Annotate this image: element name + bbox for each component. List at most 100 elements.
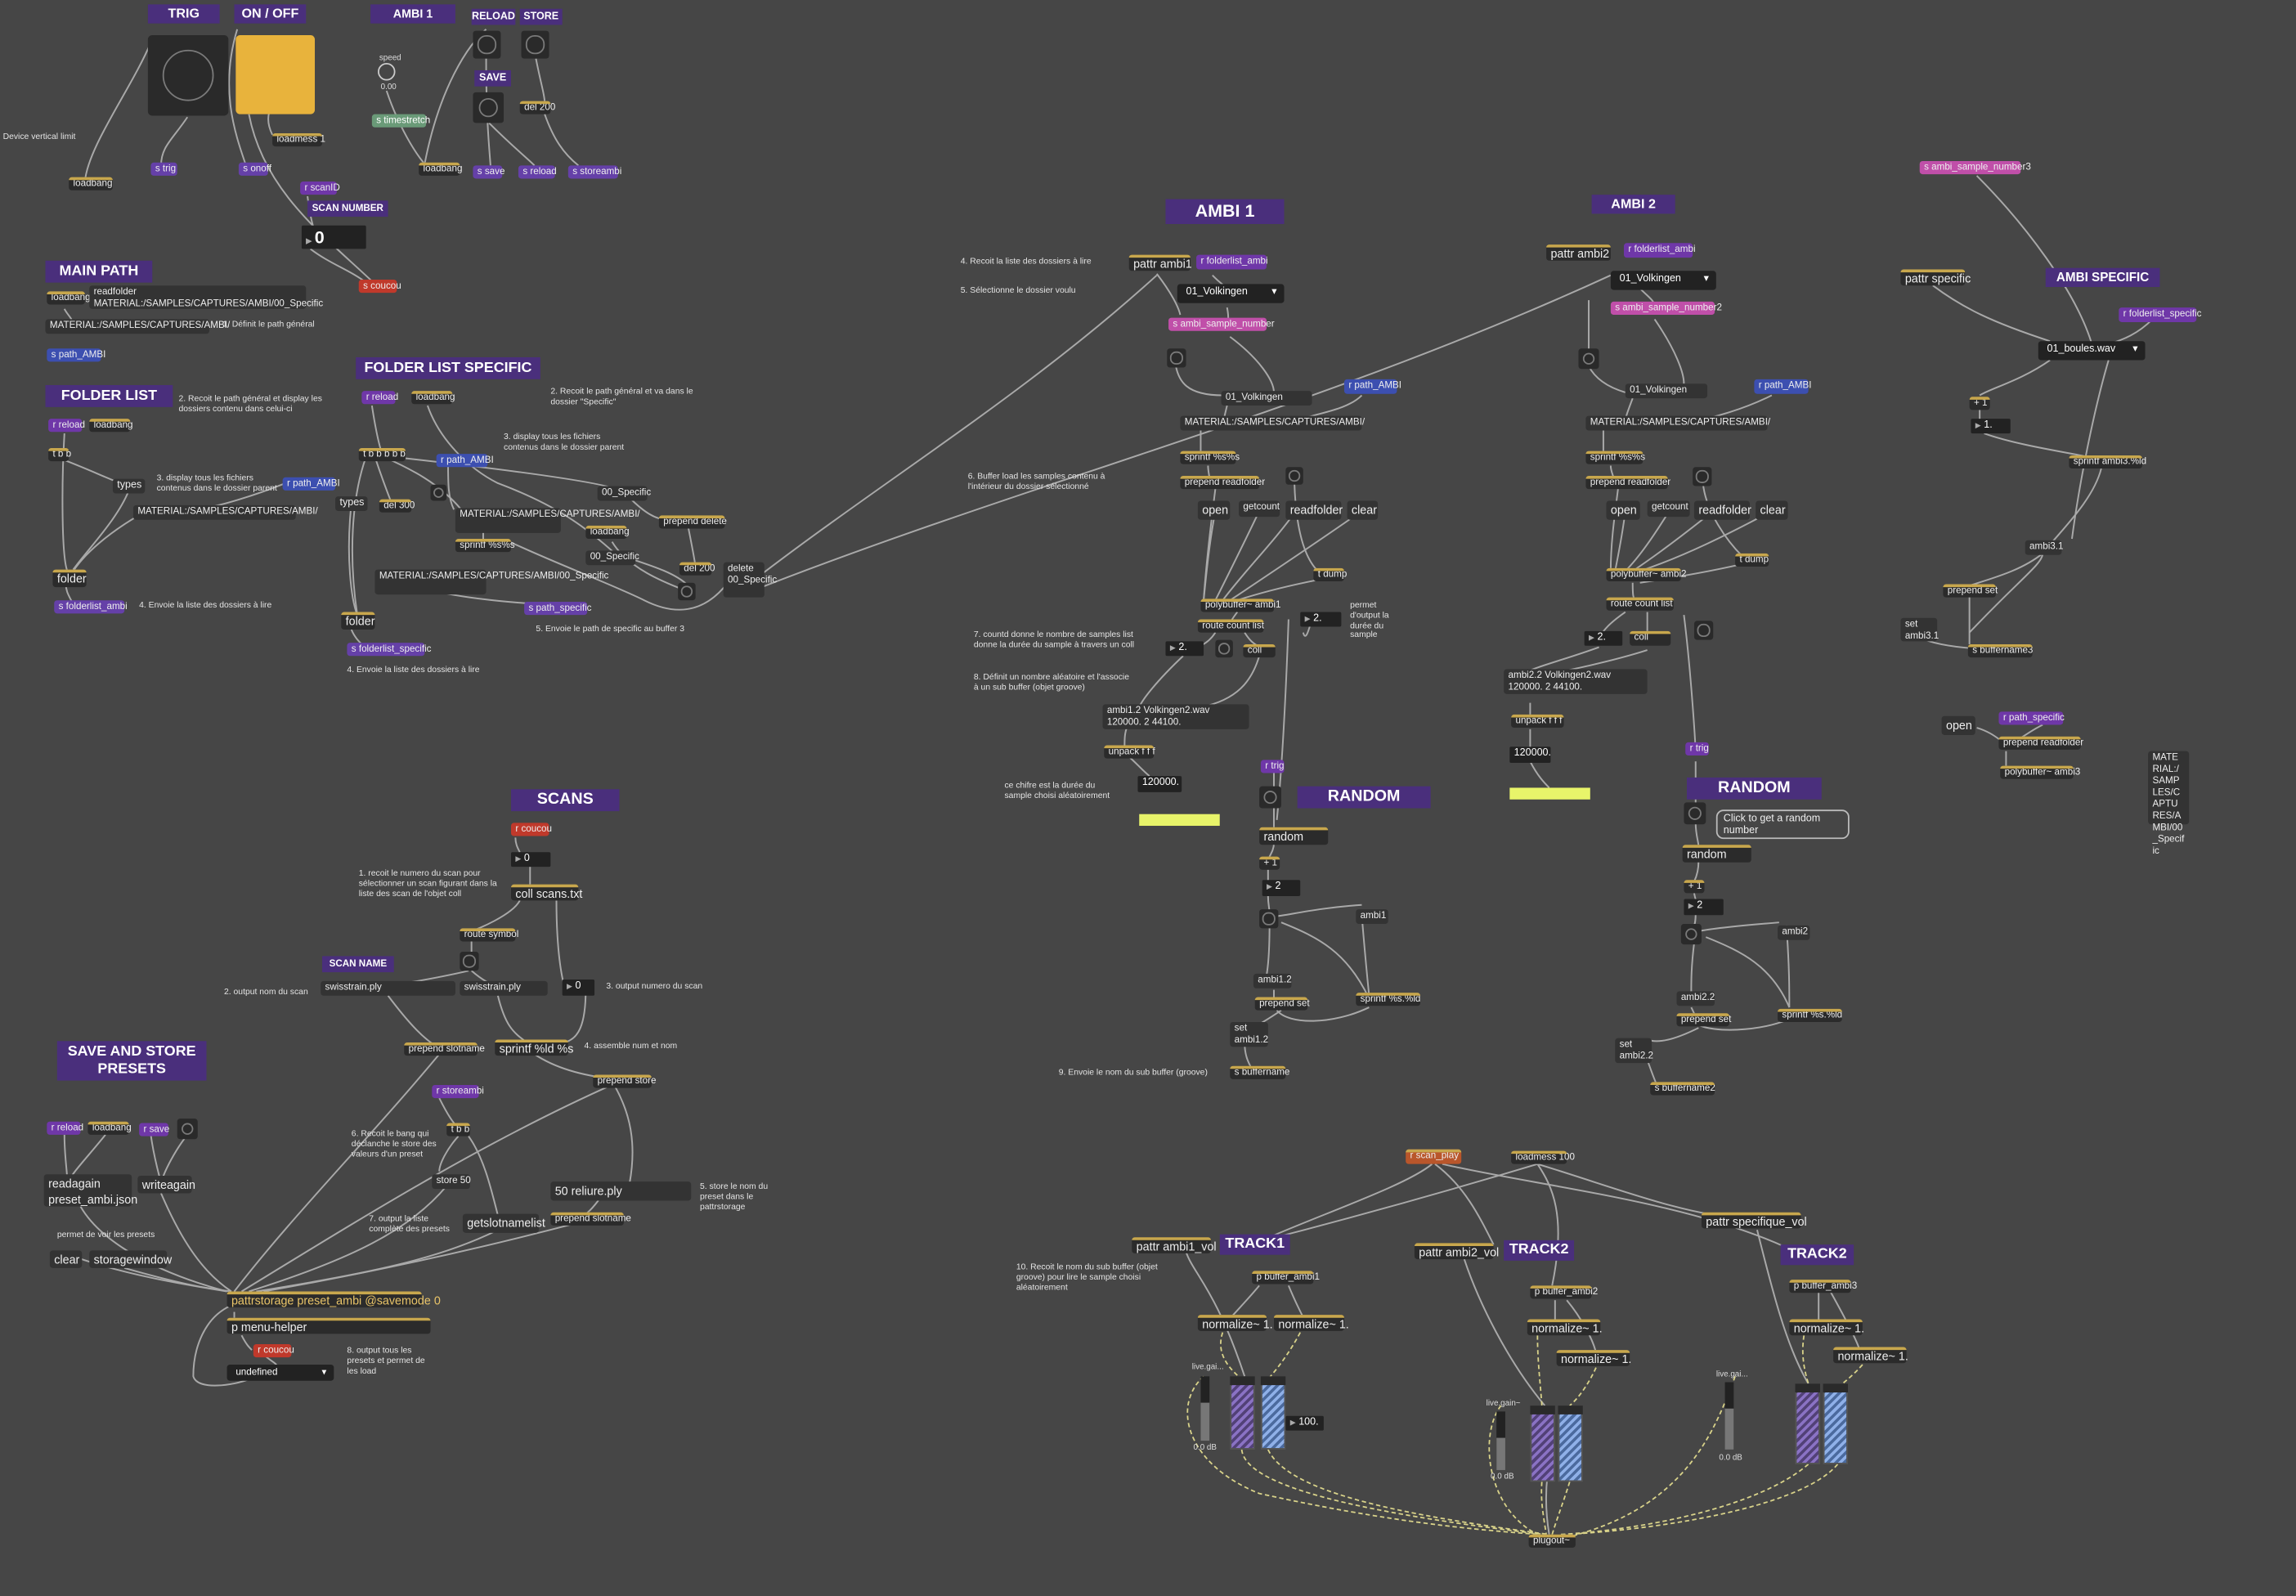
sprintf-object[interactable]: sprintf %ld %s <box>495 1039 573 1056</box>
r-folderlist-specific-object[interactable]: r folderlist_specific <box>2119 307 2201 322</box>
reload-button[interactable] <box>473 30 501 59</box>
polybuffer-ambi2-object[interactable]: polybuffer~ ambi2 <box>1606 567 1687 581</box>
store-button[interactable] <box>521 30 549 59</box>
s-path-specific-object[interactable]: s path_specific <box>524 602 591 616</box>
sprintf-object[interactable]: sprintf %s.%ld <box>1778 1008 1842 1022</box>
volume-fader[interactable] <box>1260 1376 1286 1450</box>
ambi1-folder-menu[interactable]: 01_Volkingen▾ <box>1177 284 1285 303</box>
ambi1-2-message[interactable]: ambi1.2 <box>1253 973 1292 989</box>
s-ambi-sample-number-object[interactable]: s ambi_sample_number <box>1168 317 1275 331</box>
s-folderlist-specific-object[interactable]: s folderlist_specific <box>347 643 432 657</box>
number-box[interactable]: ▶100. <box>1285 1415 1324 1431</box>
s-coucou-object[interactable]: s coucou <box>358 280 401 294</box>
types-message[interactable]: types <box>112 478 146 494</box>
gain-meter[interactable] <box>1724 1382 1734 1450</box>
plugout-object[interactable]: plugout~ <box>1528 1534 1576 1548</box>
r-path-ambi-object[interactable]: r path_AMBI <box>1754 379 1811 394</box>
bang-button[interactable] <box>678 582 696 601</box>
ambi1-path-message[interactable]: MATERIAL:/SAMPLES/CAPTURES/AMBI/ <box>1180 415 1365 431</box>
volume-fader[interactable] <box>1530 1405 1555 1482</box>
sprintf-object[interactable]: sprintf %s%s <box>1585 451 1645 464</box>
loadmess-100-object[interactable]: loadmess 100 <box>1511 1150 1575 1164</box>
prepend-store-object[interactable]: prepend store <box>593 1074 657 1088</box>
volume-fader[interactable] <box>1558 1405 1583 1482</box>
s-buffername2-object[interactable]: s buffername2 <box>1650 1082 1715 1096</box>
save-button[interactable] <box>473 92 504 123</box>
reliure-message[interactable]: 50 reliure.ply <box>550 1181 692 1201</box>
tbb-object[interactable]: t b b <box>48 447 71 462</box>
scan-name-message-1[interactable]: swisstrain.ply <box>321 980 455 996</box>
duration-box[interactable]: 120000. <box>1137 776 1182 792</box>
prepend-set-object[interactable]: prepend set <box>1254 997 1310 1011</box>
t-dump-object[interactable]: t dump <box>1735 553 1769 567</box>
types-message[interactable]: types <box>335 496 368 511</box>
prepend-set-object[interactable]: prepend set <box>1943 584 1998 598</box>
getslotnamelist-message[interactable]: getslotnamelist <box>462 1213 545 1233</box>
folder-path-message[interactable]: MATERIAL:/SAMPLES/CAPTURES/AMBI/ <box>132 504 318 520</box>
open-message[interactable]: open <box>1197 500 1231 520</box>
ambi1-message[interactable]: ambi1 <box>1356 909 1388 924</box>
r-trig-object[interactable]: r trig <box>1685 742 1709 756</box>
ambi1-volkingen-message[interactable]: 01_Volkingen <box>1221 391 1312 406</box>
pattr-ambi1-vol-object[interactable]: pattr ambi1_vol <box>1132 1237 1217 1253</box>
readfolder-message[interactable]: readfolder <box>1285 500 1343 520</box>
polybuffer-ambi1-object[interactable]: polybuffer~ ambi1 <box>1200 598 1280 612</box>
clear-message[interactable]: clear <box>1756 500 1788 520</box>
prepend-readfolder-object[interactable]: prepend readfolder <box>1180 476 1265 490</box>
normalize-object[interactable]: normalize~ 1. <box>1789 1319 1864 1336</box>
p-buffer-ambi3-object[interactable]: p buffer_ambi3 <box>1789 1280 1857 1293</box>
r-path-specific-object[interactable]: r path_specific <box>1998 711 2065 725</box>
number-box[interactable]: ▶2. <box>1584 630 1623 646</box>
specific-full-path-message[interactable]: MATERIAL:/SAMPLES/CAPTURES/AMBI/00_Speci… <box>374 569 608 595</box>
ambi2-folder-menu[interactable]: 01_Volkingen▾ <box>1610 271 1716 290</box>
prepend-slotname-object[interactable]: prepend slotname <box>550 1212 631 1226</box>
trig-button[interactable] <box>147 34 229 116</box>
r-scan-play-object[interactable]: r scan_play <box>1406 1149 1462 1164</box>
prepend-slotname-object[interactable]: prepend slotname <box>404 1042 485 1056</box>
unpack-object[interactable]: unpack f f f <box>1104 745 1155 759</box>
r-storeambi-object[interactable]: r storeambi <box>432 1084 484 1099</box>
route-count-list-object[interactable]: route count list <box>1197 619 1264 633</box>
open-message[interactable]: open <box>1606 500 1640 520</box>
r-path-ambi-object[interactable]: r path_AMBI <box>282 477 340 491</box>
pattr-ambi2-vol-object[interactable]: pattr ambi2_vol <box>1414 1243 1499 1260</box>
getcount-message[interactable]: getcount <box>1647 500 1690 518</box>
loadbang-object[interactable]: loadbang <box>411 391 455 405</box>
loadbang-object[interactable]: loadbang <box>585 525 630 540</box>
readagain-message[interactable]: readagain preset_ambi.json <box>43 1174 137 1207</box>
bang-button[interactable] <box>1693 467 1712 486</box>
clear-message[interactable]: clear <box>49 1250 83 1268</box>
volume-fader[interactable] <box>1795 1383 1820 1464</box>
random-bang-button[interactable] <box>1684 802 1706 825</box>
loadmess-object[interactable]: loadmess 1 <box>272 132 325 147</box>
preset-menu[interactable]: undefined▾ <box>226 1365 334 1381</box>
sprintf-object[interactable]: sprintf %s%s <box>1180 451 1240 464</box>
r-reload-object[interactable]: r reload <box>48 419 85 433</box>
loadbang-object[interactable]: loadbang <box>419 162 462 176</box>
normalize-object[interactable]: normalize~ 1. <box>1556 1350 1631 1366</box>
volume-fader[interactable] <box>1823 1383 1848 1464</box>
specific-path-message[interactable]: MATERIAL:/SAMPLES/CAPTURES/AMBI/ <box>455 508 640 533</box>
scan-name-message-2[interactable]: swisstrain.ply <box>460 980 548 996</box>
number-box[interactable]: ▶1. <box>1971 419 2011 434</box>
r-save-object[interactable]: r save <box>139 1123 169 1136</box>
tbbbbb-object[interactable]: t b b b b b <box>358 447 406 462</box>
set-ambi2-message[interactable]: set ambi2.2 <box>1615 1038 1653 1064</box>
getcount-message[interactable]: getcount <box>1239 500 1280 518</box>
r-folderlist-ambi-object[interactable]: r folderlist_ambi <box>1623 243 1696 258</box>
ambi2-path-message[interactable]: MATERIAL:/SAMPLES/CAPTURES/AMBI/ <box>1585 415 1770 431</box>
prepend-readfolder-object[interactable]: prepend readfolder <box>1585 476 1670 490</box>
normalize-object[interactable]: normalize~ 1. <box>1833 1347 1908 1364</box>
s-buffername-object[interactable]: s buffername <box>1230 1065 1289 1079</box>
coll-object[interactable]: coll <box>1243 643 1276 658</box>
random-object[interactable]: random <box>1682 845 1751 863</box>
normalize-object[interactable]: normalize~ 1. <box>1273 1315 1349 1331</box>
t-dump-object[interactable]: t dump <box>1313 567 1347 581</box>
plus-one-object[interactable]: + 1 <box>1969 397 1990 410</box>
del-object[interactable]: del 200 <box>519 101 555 114</box>
speed-dial[interactable] <box>378 63 396 81</box>
pattr-ambi1-object[interactable]: pattr ambi1 <box>1128 254 1192 271</box>
s-onoff-object[interactable]: s onoff <box>238 162 271 176</box>
route-symbol-object[interactable]: route symbol <box>460 928 518 942</box>
gain-meter[interactable] <box>1496 1411 1505 1470</box>
